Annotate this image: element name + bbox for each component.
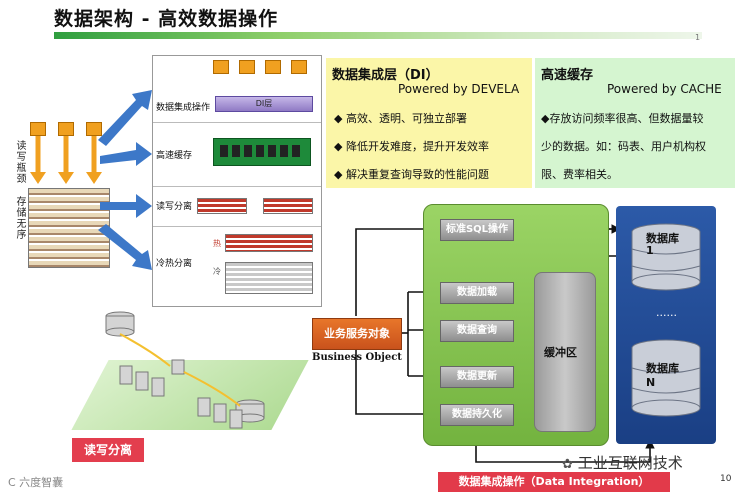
layer-hot-cold: 冷热分离 热 冷 xyxy=(153,226,321,306)
left-arrows-down xyxy=(30,136,102,184)
cache-line: 限、费率相关。 xyxy=(541,168,618,181)
di-bullet: ◆ 降低开发难度，提升开发效率 xyxy=(334,140,489,153)
cold-disk-icon xyxy=(225,262,313,294)
slide-title: 数据架构 - 高效数据操作 xyxy=(54,8,279,30)
op-data-load: 数据加载 xyxy=(440,282,514,304)
layer-label: 读写分离 xyxy=(156,202,193,212)
buffer-label: 缓冲区 xyxy=(544,346,577,359)
layer-di: 数据集成操作 DI层 xyxy=(153,56,321,123)
di-bullet: ◆ 解决重复查询导致的性能问题 xyxy=(334,168,489,181)
layer-cache: 高速缓存 xyxy=(153,122,321,187)
di-title: 数据集成层（DI） xyxy=(332,68,439,83)
blue-arrows xyxy=(98,90,152,270)
chip-icon xyxy=(213,60,229,74)
db1-index: 1 xyxy=(646,244,654,257)
chip-icon xyxy=(58,122,74,136)
op-data-persist: 数据持久化 xyxy=(440,404,514,426)
ram-module-icon xyxy=(213,138,311,166)
disk-right-icon xyxy=(263,198,313,214)
chip-icon xyxy=(291,60,307,74)
hot-disk-icon xyxy=(225,234,313,252)
database-icon-1 xyxy=(631,223,701,291)
di-subtitle: Powered by DEVELA xyxy=(398,82,520,96)
top-page-marker: 1 xyxy=(695,33,701,42)
op-data-update: 数据更新 xyxy=(440,366,514,388)
dbn-name: 数据库 xyxy=(646,362,679,375)
rw-split-label: 读写分离 xyxy=(72,438,144,462)
database-icon-n xyxy=(631,339,701,417)
chip-icon xyxy=(239,60,255,74)
cache-line: ◆存放访问频率很高、但数据量较 xyxy=(541,112,704,125)
di-layer-box: 数据集成层（DI） Powered by DEVELA ◆ 高效、透明、可独立部… xyxy=(326,58,532,188)
title-underline-bar xyxy=(54,32,702,39)
watermark-right-text: 工业互联网技术 xyxy=(577,454,683,472)
layer-label: 高速缓存 xyxy=(156,151,193,161)
op-standard-sql: 标准SQL操作 xyxy=(440,219,514,241)
watermark-left: C 六度智囊 xyxy=(8,476,64,489)
cache-subtitle: Powered by CACHE xyxy=(607,82,722,96)
chip-icon xyxy=(30,122,46,136)
watermark-right: ✿ 工业互联网技术 xyxy=(562,452,683,473)
layer-panel: 数据集成操作 DI层 高速缓存 读写分离 冷热分离 热 冷 xyxy=(152,55,322,307)
cache-box: 高速缓存 Powered by CACHE ◆存放访问频率很高、但数据量较 少的… xyxy=(535,58,735,188)
layer-label: 冷热分离 xyxy=(156,259,193,269)
wechat-icon: ✿ xyxy=(562,457,573,472)
di-bullet: ◆ 高效、透明、可独立部署 xyxy=(334,112,467,125)
db1-name: 数据库 xyxy=(646,232,679,245)
cache-title: 高速缓存 xyxy=(541,68,594,83)
label-storage-disorder: 存储无序 xyxy=(14,196,25,240)
buffer-cylinder xyxy=(534,272,596,432)
disk-left-icon xyxy=(197,198,247,214)
data-integration-label: 数据集成操作（Data Integration） xyxy=(438,472,670,492)
label-rw-bottleneck: 读写瓶颈 xyxy=(14,140,25,184)
business-object-box: 业务服务对象 xyxy=(312,318,402,350)
chip-icon xyxy=(86,122,102,136)
cold-tag: 冷 xyxy=(213,267,221,276)
server-icons xyxy=(105,311,265,429)
dbn-index: N xyxy=(646,376,656,389)
di-bar: DI层 xyxy=(215,96,313,112)
rw-split-illustration xyxy=(71,310,310,440)
cache-line: 少的数据。如：码表、用户机构权 xyxy=(541,140,706,153)
hot-tag: 热 xyxy=(213,239,221,248)
layer-label: 数据集成操作 xyxy=(156,103,211,113)
business-object-label: Business Object xyxy=(312,352,402,363)
layer-rw-split: 读写分离 xyxy=(153,186,321,227)
left-stack xyxy=(24,118,134,268)
chip-icon xyxy=(265,60,281,74)
page-number: 10 xyxy=(720,474,732,484)
db-ellipsis: ...... xyxy=(656,306,677,319)
op-data-query: 数据查询 xyxy=(440,320,514,342)
